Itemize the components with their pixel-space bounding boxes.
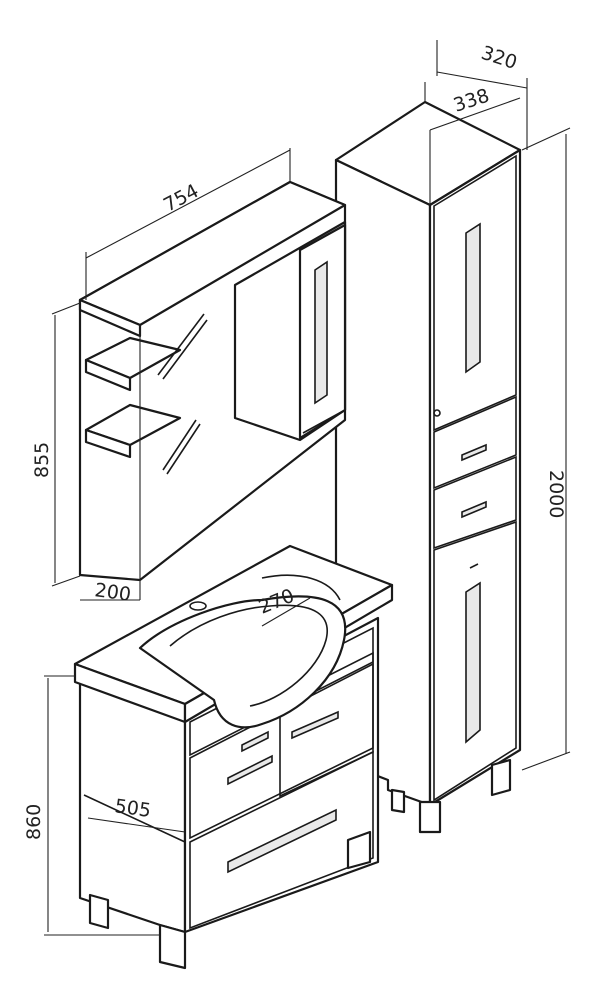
dim-vanity-height: 860 xyxy=(23,804,45,840)
vanity-leg-side xyxy=(88,893,110,930)
dim-column-height: 2000 xyxy=(545,470,567,518)
drawer-handle-1 xyxy=(241,730,269,753)
dim-mirror-width: 754 xyxy=(160,180,202,216)
column-leg-front-left xyxy=(418,800,442,834)
mirror-door-handle xyxy=(314,260,328,405)
upper-door-handle xyxy=(465,222,481,374)
vanity-leg-back xyxy=(346,830,372,870)
drawer-handle-3 xyxy=(291,710,339,740)
dim-mirror-height: 855 xyxy=(31,442,53,478)
lower-door-handle xyxy=(465,581,481,744)
drawer-handle-lower xyxy=(461,500,487,519)
vanity-leg-front xyxy=(158,923,187,970)
dim-column-depth: 338 xyxy=(451,85,492,117)
drawer-handle-upper xyxy=(461,443,487,462)
dim-shelf-depth: 200 xyxy=(93,579,132,606)
dim-column-width: 320 xyxy=(478,42,519,74)
column-leg-front-right xyxy=(490,758,512,797)
mirror-cabinet: 754 855 200 xyxy=(31,148,347,606)
dim-vanity-depth: 505 xyxy=(113,795,152,822)
faucet-hole xyxy=(189,601,207,611)
drawer-handle-2 xyxy=(227,754,273,786)
drawer-handle-4 xyxy=(227,808,337,874)
vanity-unit: 270 860 505 xyxy=(23,544,394,970)
